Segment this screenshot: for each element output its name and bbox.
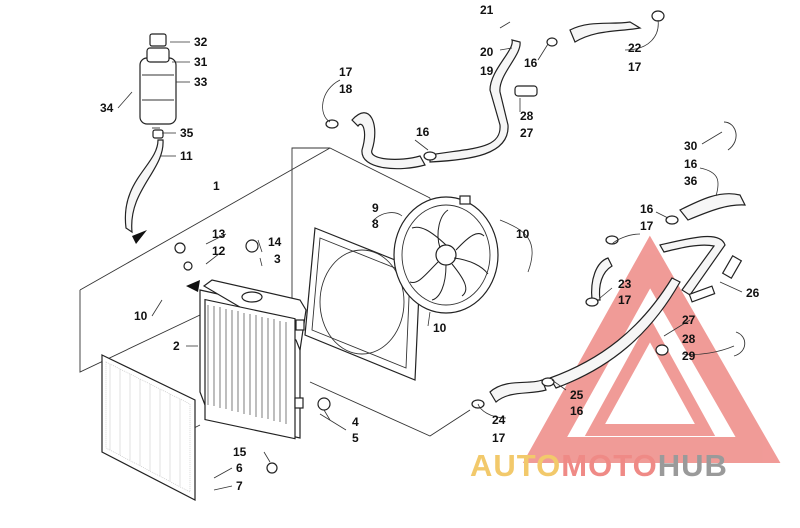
callout-9: 9 — [372, 201, 379, 215]
callout-5: 5 — [352, 431, 359, 445]
radiator — [199, 279, 307, 440]
callout-7: 7 — [236, 479, 243, 493]
callout-17-e: 17 — [492, 431, 506, 445]
sleeve-26b — [688, 285, 716, 303]
callout-17-a: 17 — [339, 65, 353, 79]
callout-23: 23 — [618, 277, 632, 291]
callout-16-b: 16 — [524, 56, 538, 70]
sleeve-26 — [721, 255, 743, 279]
reservoir-hose — [124, 139, 164, 234]
watermark-hub: HUB — [658, 448, 728, 483]
callout-32: 32 — [194, 35, 208, 49]
callout-8: 8 — [372, 217, 379, 231]
svg-text:AUTOMOTOHUB: AUTOMOTOHUB — [470, 448, 728, 483]
callout-10-c: 10 — [433, 321, 447, 335]
hose-24 — [489, 379, 547, 403]
hose-36 — [679, 193, 747, 221]
callout-25: 25 — [570, 388, 584, 402]
callout-3: 3 — [274, 252, 281, 266]
callout-20: 20 — [480, 45, 494, 59]
callout-2: 2 — [173, 339, 180, 353]
callout-22: 22 — [628, 41, 642, 55]
clamp-29 — [733, 331, 746, 357]
upper-hose-19 — [429, 39, 521, 163]
callout-28-b: 28 — [682, 332, 696, 346]
callout-31: 31 — [194, 55, 208, 69]
callout-15: 15 — [233, 445, 247, 459]
callout-16-c: 16 — [684, 157, 698, 171]
callout-17-b: 17 — [628, 60, 642, 74]
callout-6: 6 — [236, 461, 243, 475]
callout-21: 21 — [480, 3, 494, 17]
callout-18: 18 — [339, 82, 353, 96]
watermark-moto: MOTO — [561, 448, 657, 483]
callout-30: 30 — [684, 139, 698, 153]
callout-27-a: 27 — [520, 126, 534, 140]
fan-shroud — [304, 227, 421, 381]
hose-right-long — [659, 235, 726, 296]
callout-13: 13 — [212, 227, 226, 241]
coolant-reservoir — [139, 33, 177, 139]
hose-25 — [549, 277, 681, 389]
callout-35: 35 — [180, 126, 194, 140]
radiator-screen — [101, 354, 196, 501]
callout-27-b: 27 — [682, 313, 696, 327]
callout-26: 26 — [746, 286, 760, 300]
arrow-reservoir — [132, 230, 147, 244]
callout-11: 11 — [180, 149, 193, 163]
callout-24: 24 — [492, 413, 506, 427]
upper-hose-22 — [569, 21, 642, 43]
clamp-30 — [723, 121, 737, 151]
assembly-outline — [79, 147, 471, 437]
upper-hose-18 — [351, 112, 426, 170]
watermark-auto: AUTO — [470, 448, 561, 483]
callout-1: 1 — [213, 179, 220, 193]
cooling-fan — [393, 195, 499, 314]
callout-4: 4 — [352, 415, 359, 429]
watermark-logo — [522, 235, 781, 463]
callout-12: 12 — [212, 244, 226, 258]
callout-36: 36 — [684, 174, 698, 188]
callout-16-e: 16 — [570, 404, 584, 418]
callout-33: 33 — [194, 75, 208, 89]
callout-28-a: 28 — [520, 109, 534, 123]
hose-23 — [591, 257, 613, 301]
callout-19: 19 — [480, 64, 494, 78]
callout-14: 14 — [268, 235, 282, 249]
callout-17-c: 17 — [640, 219, 654, 233]
callout-16-a: 16 — [416, 125, 430, 139]
watermark-text: AUTOMOTOHUB — [470, 448, 728, 483]
callout-29: 29 — [682, 349, 696, 363]
watermark-triangle-inner — [584, 317, 716, 436]
callout-34: 34 — [100, 101, 114, 115]
arrow-radiator — [186, 280, 200, 292]
leader-lines — [117, 19, 743, 491]
watermark-triangle-outer — [522, 235, 781, 463]
callout-labels: 32 31 33 34 35 11 1 17 18 16 21 20 19 16… — [100, 3, 760, 493]
callout-10-a: 10 — [516, 227, 530, 241]
callout-10-b: 10 — [134, 309, 148, 323]
callout-16-d: 16 — [640, 202, 654, 216]
tee-fitting-27 — [514, 85, 538, 97]
callout-17-d: 17 — [618, 293, 632, 307]
hose-clamps — [174, 10, 679, 474]
